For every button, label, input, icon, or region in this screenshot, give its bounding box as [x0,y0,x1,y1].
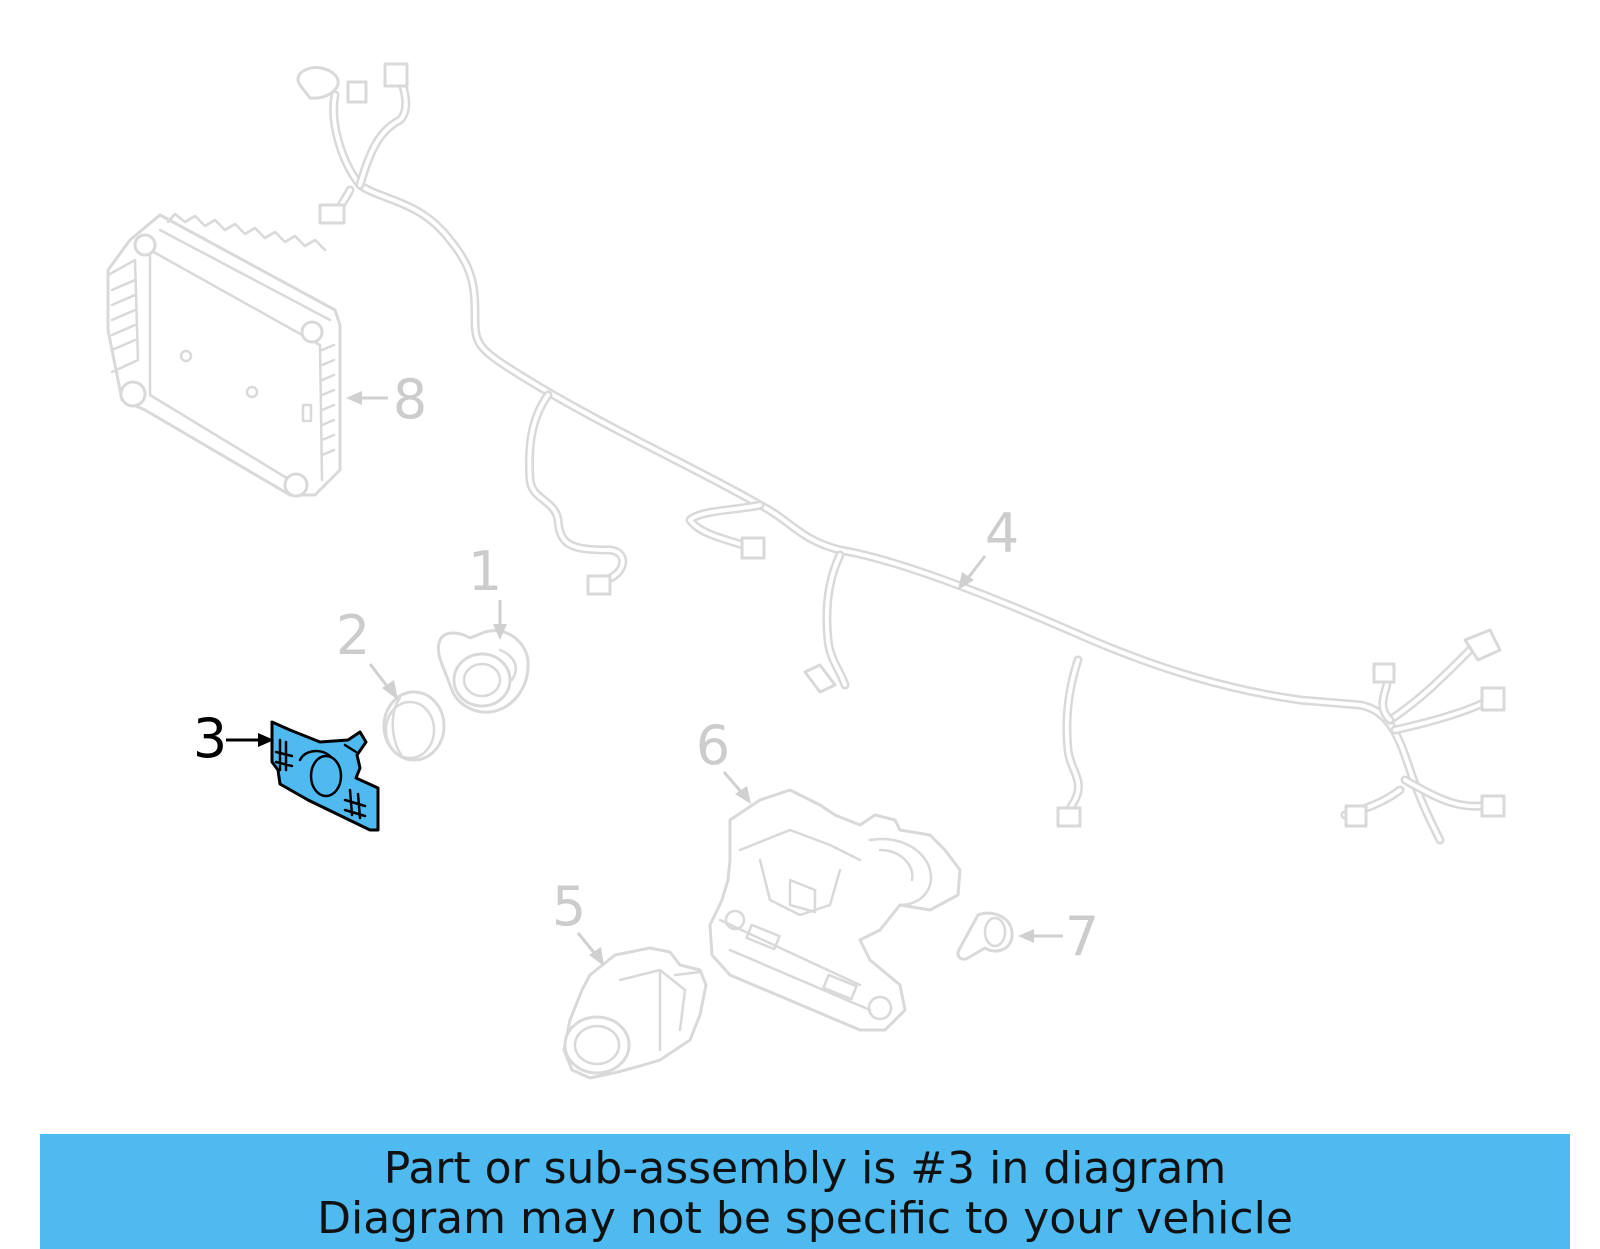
callout-8: 8 [346,368,427,431]
callout-3: 3 [193,707,274,770]
wiring-harness-part-4[interactable] [296,62,1506,845]
control-module-part-8[interactable] [106,212,342,498]
screw-part-7[interactable] [956,911,1014,961]
callout-label-6: 6 [696,714,730,777]
info-banner: Part or sub-assembly is #3 in diagram Di… [40,1134,1570,1249]
callout-label-8: 8 [393,368,427,431]
callout-label-2: 2 [336,604,370,667]
grommet-part-2[interactable] [382,690,446,762]
banner-line-part-number: Part or sub-assembly is #3 in diagram [383,1142,1227,1194]
callout-2: 2 [336,604,398,700]
callout-7: 7 [1018,905,1099,968]
callout-label-1: 1 [468,540,502,603]
callout-6: 6 [696,714,751,804]
callout-label-7: 7 [1065,905,1099,968]
camera-part-5[interactable] [562,946,708,1080]
callout-label-3: 3 [193,707,227,770]
callout-label-5: 5 [552,875,586,938]
callout-4: 4 [958,502,1019,590]
bracket-part-3[interactable] [270,720,380,832]
callout-5: 5 [552,875,604,966]
sensor-part-1[interactable] [436,629,530,714]
banner-line-disclaimer: Diagram may not be specific to your vehi… [317,1192,1293,1244]
callout-label-4: 4 [985,502,1019,565]
housing-part-6[interactable] [708,788,962,1032]
callout-1: 1 [468,540,507,640]
